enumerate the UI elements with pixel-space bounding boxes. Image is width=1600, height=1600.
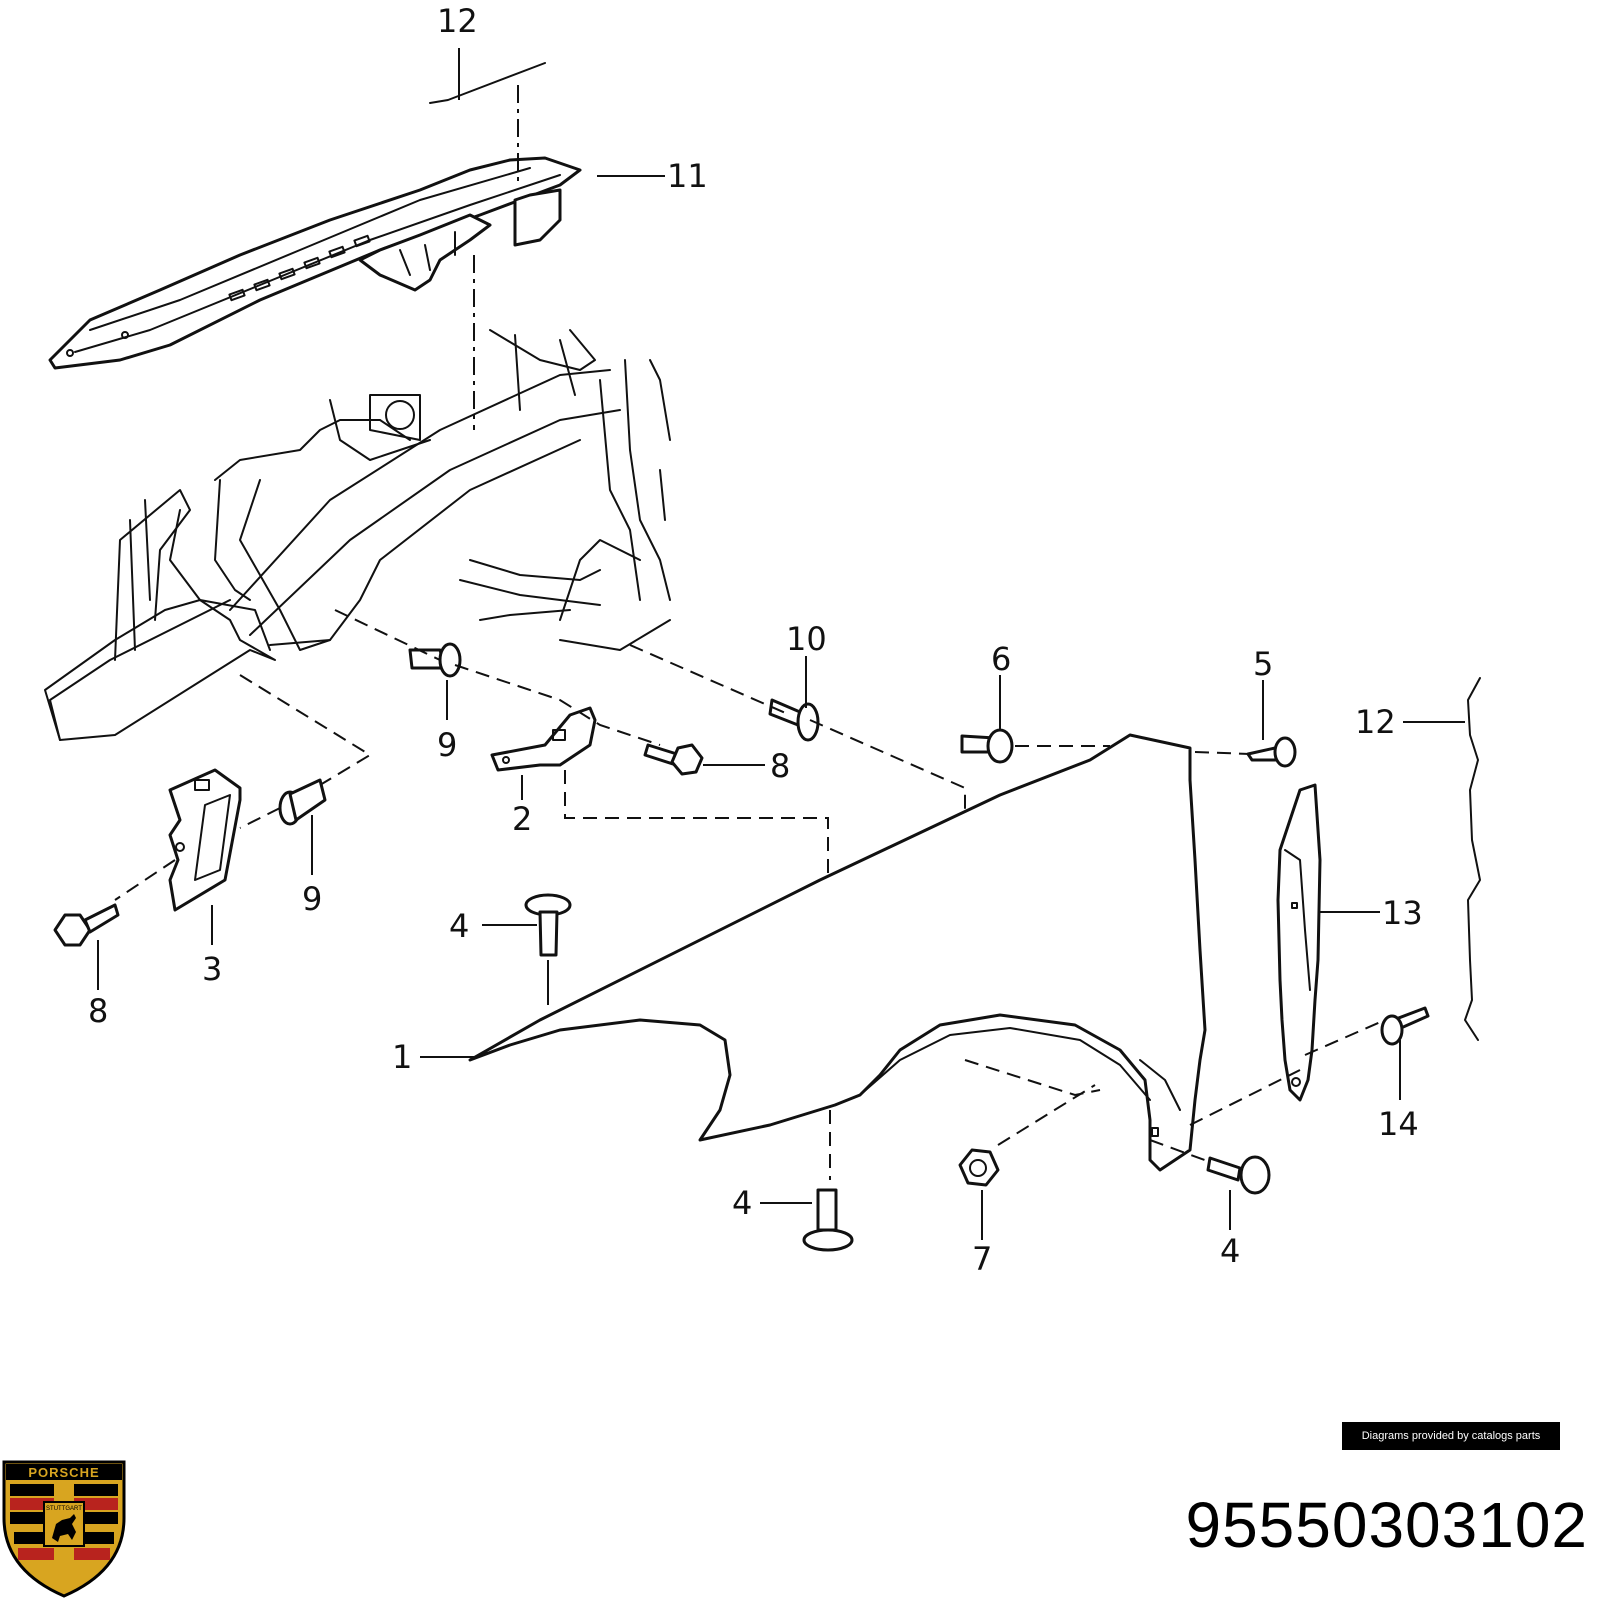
porsche-crest-logo: PORSCHE STUTTGART	[2, 1460, 126, 1598]
callout-9-left: 9	[302, 880, 322, 918]
seal-strip-part-12-right	[1464, 677, 1481, 1041]
fastener-4-bottom	[802, 1188, 854, 1252]
callout-labels: 12 11 10 6 5 12 13 14 4 7 4 1 4 9 8 2 9 …	[88, 2, 1423, 1278]
callout-2: 2	[512, 800, 532, 838]
callout-5: 5	[1253, 645, 1273, 683]
callout-4-bottom: 4	[732, 1184, 752, 1222]
fastener-14	[1380, 1006, 1430, 1046]
fastener-7	[958, 1148, 1000, 1187]
credit-badge: Diagrams provided by catalogs parts	[1342, 1422, 1560, 1450]
callout-13: 13	[1382, 894, 1423, 932]
bracket-part-3	[168, 768, 242, 912]
side-bracket-part-13	[1276, 783, 1322, 1102]
callout-12-right: 12	[1355, 703, 1396, 741]
body-frame	[44, 329, 671, 741]
callout-10: 10	[786, 620, 827, 658]
callout-6: 6	[991, 640, 1011, 678]
svg-text:STUTTGART: STUTTGART	[46, 1506, 82, 1512]
callout-12-top: 12	[437, 2, 478, 40]
svg-text:PORSCHE: PORSCHE	[28, 1465, 99, 1480]
fastener-4-right	[1206, 1155, 1271, 1195]
upper-member-part-11	[48, 156, 582, 370]
callout-11: 11	[667, 157, 708, 195]
callout-4-right: 4	[1220, 1232, 1240, 1270]
callout-3: 3	[202, 950, 222, 988]
leader-lines	[97, 48, 1465, 1240]
callout-8-left: 8	[88, 992, 108, 1030]
seal-strip-part-12-top	[429, 62, 546, 104]
callout-1: 1	[392, 1038, 412, 1076]
callout-7: 7	[972, 1240, 992, 1278]
assembly-lines	[114, 85, 1386, 1180]
callout-8-center: 8	[770, 747, 790, 785]
fastener-9-upper	[408, 642, 462, 678]
fastener-5	[1246, 736, 1297, 768]
fastener-6	[960, 728, 1014, 764]
fastener-4-top	[524, 893, 572, 957]
fastener-10	[768, 698, 820, 742]
fastener-9-left	[278, 778, 327, 826]
fastener-8-left	[53, 903, 120, 947]
callout-4-top: 4	[449, 907, 469, 945]
front-fender-part-1	[468, 733, 1207, 1172]
fastener-8-center	[643, 743, 704, 776]
callout-9-upper: 9	[437, 726, 457, 764]
part-number: 95550303102	[1185, 1489, 1588, 1561]
rail-slots	[228, 234, 371, 302]
bracket-part-2	[490, 706, 597, 772]
callout-14: 14	[1378, 1105, 1419, 1143]
